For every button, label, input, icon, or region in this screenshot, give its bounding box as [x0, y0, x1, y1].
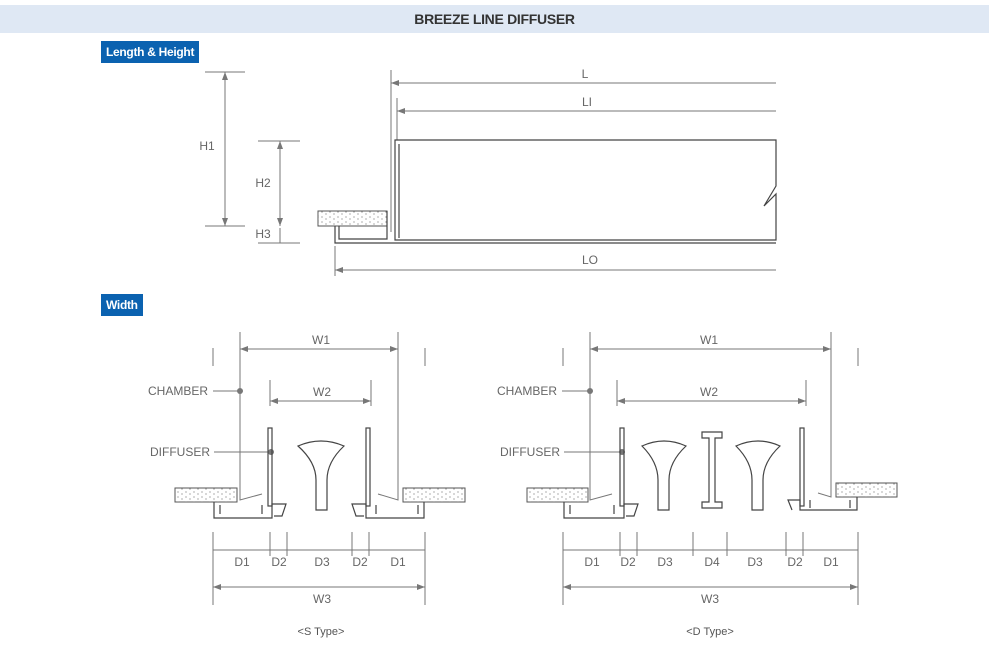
chamber-label: CHAMBER [497, 384, 557, 398]
vane-right [734, 440, 782, 511]
diffuser-body [394, 139, 777, 241]
frame-left [213, 502, 287, 519]
diffuser-label: DIFFUSER [150, 445, 210, 459]
chamber-walls [212, 332, 426, 501]
diagram-line [212, 532, 426, 605]
chamber-dot [237, 388, 243, 394]
frame-right [351, 502, 425, 519]
dim-d3: D3 [657, 555, 673, 569]
lo-label: LO [582, 253, 598, 267]
w3-label: W3 [313, 592, 331, 606]
s-type-diagram: W1 W2 CHAMBER DIFFUSER D1 D2 D3 D2 D1 W3… [148, 332, 466, 638]
dim-d1: D1 [823, 555, 839, 569]
w1-label: W1 [312, 333, 330, 347]
dim-d2: D2 [352, 555, 368, 569]
dim-d1: D1 [584, 555, 600, 569]
w3-label: W3 [701, 592, 719, 606]
diffuser-blade-right [365, 427, 371, 507]
length-height-diagram: H1 H2 H3 L LI LO [199, 67, 777, 276]
vane-left [640, 440, 688, 511]
chamber-dot [587, 388, 593, 394]
dim-d1: D1 [234, 555, 250, 569]
s-type-caption: <S Type> [298, 626, 345, 638]
section-badge-width: Width [101, 294, 143, 316]
diagram-line [836, 483, 897, 497]
d-type-caption: <D Type> [686, 626, 734, 638]
title-bar: BREEZE LINE DIFFUSER [0, 5, 989, 33]
dim-d1: D1 [390, 555, 406, 569]
diffuser-dot [268, 449, 274, 455]
chamber-walls [562, 332, 859, 501]
dim-d2: D2 [271, 555, 287, 569]
diagram-line [562, 532, 859, 605]
frame-right [787, 497, 858, 511]
d-type-diagram: W1 W2 CHAMBER DIFFUSER D1 D2 D3 D4 D3 D2… [497, 332, 898, 638]
h3-label: H3 [255, 227, 271, 241]
li-label: LI [582, 95, 592, 109]
diagram-line [175, 488, 237, 502]
frame [334, 211, 776, 244]
frame-left [563, 502, 639, 519]
diagram-line [403, 488, 465, 502]
w1-label: W1 [700, 333, 718, 347]
section-badge-length-height: Length & Height [101, 41, 200, 63]
diffuser-blade-left [619, 427, 625, 507]
i-beam-vane [701, 431, 723, 509]
page-title: BREEZE LINE DIFFUSER [414, 11, 575, 27]
diagram-line [318, 211, 387, 226]
dim-d2: D2 [620, 555, 636, 569]
w2-label: W2 [700, 385, 718, 399]
diffuser-blade-left [267, 427, 273, 507]
w2-label: W2 [313, 385, 331, 399]
diffuser-label: DIFFUSER [500, 445, 560, 459]
dim-d3: D3 [314, 555, 330, 569]
dim-d2: D2 [787, 555, 803, 569]
dim-d4: D4 [704, 555, 720, 569]
diffuser-blade-right [799, 427, 805, 507]
center-vane [296, 440, 346, 511]
l-label: L [582, 67, 589, 81]
chamber-label: CHAMBER [148, 384, 208, 398]
h1-label: H1 [199, 139, 215, 153]
dim-d3: D3 [747, 555, 763, 569]
h2-label: H2 [255, 176, 271, 190]
diagram-line [527, 488, 588, 502]
